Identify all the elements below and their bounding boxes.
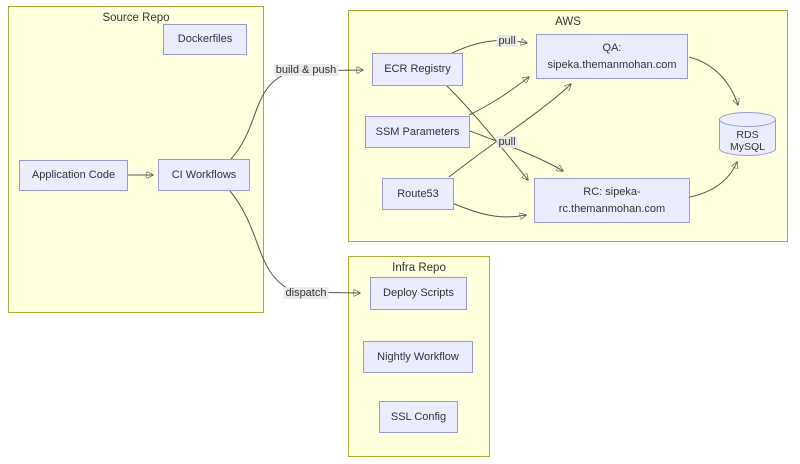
edge-ci-workflows-to-deploy-scripts bbox=[229, 190, 360, 293]
edge-ci-workflows-to-ecr-registry bbox=[230, 70, 363, 160]
edge-ecr-registry-to-rc bbox=[446, 85, 528, 180]
node-application-code-label: Application Code bbox=[31, 169, 116, 182]
edge-label-pull-rc: pull bbox=[496, 136, 518, 148]
edge-ssm-parameters-to-qa bbox=[468, 77, 529, 116]
edge-ecr-registry-to-qa bbox=[451, 40, 527, 54]
node-dockerfiles-label: Dockerfiles bbox=[177, 33, 233, 46]
node-ci-workflows: CI Workflows bbox=[158, 159, 250, 191]
edge-label-build-and-push: build & push bbox=[273, 64, 339, 76]
database-cylinder-icon bbox=[719, 112, 776, 156]
node-application-code: Application Code bbox=[19, 160, 128, 191]
container-source-repo-title: Source Repo bbox=[102, 12, 170, 24]
node-route53-label: Route53 bbox=[397, 187, 439, 200]
node-rc-line1: RC: sipeka- bbox=[583, 186, 641, 198]
node-nightly-workflow-label: Nightly Workflow bbox=[377, 350, 459, 363]
node-rc-line2: rc.themanmohan.com bbox=[558, 202, 666, 215]
node-nightly-workflow: Nightly Workflow bbox=[363, 341, 473, 373]
edge-route53-to-rc bbox=[449, 201, 526, 217]
container-aws-title: AWS bbox=[555, 16, 581, 28]
node-rds-mysql: RDS MySQL bbox=[719, 112, 776, 157]
node-rds-mysql-label: RDS MySQL bbox=[729, 129, 765, 153]
node-route53: Route53 bbox=[382, 178, 454, 210]
node-ci-workflows-label: CI Workflows bbox=[171, 168, 237, 181]
edge-label-dispatch: dispatch bbox=[283, 287, 329, 299]
node-qa-line1: QA: bbox=[602, 42, 622, 54]
node-rc-environment-label: RC: sipeka- rc.themanmohan.com bbox=[559, 184, 665, 217]
node-ssl-config: SSL Config bbox=[379, 401, 458, 433]
edge-ssm-parameters-to-rc bbox=[469, 130, 563, 171]
node-ssl-config-label: SSL Config bbox=[390, 410, 447, 423]
node-ssm-parameters-label: SSM Parameters bbox=[375, 125, 460, 138]
node-ecr-registry: ECR Registry bbox=[372, 53, 463, 86]
node-dockerfiles: Dockerfiles bbox=[163, 24, 247, 55]
node-rc-environment: RC: sipeka- rc.themanmohan.com bbox=[534, 178, 690, 223]
node-qa-line2: sipeka.themanmohan.com bbox=[547, 58, 677, 71]
node-qa-environment-label: QA: sipeka.themanmohan.com bbox=[547, 40, 676, 73]
edge-rc-to-rds-mysql bbox=[689, 162, 737, 198]
node-deploy-scripts-label: Deploy Scripts bbox=[383, 287, 454, 300]
edge-route53-to-qa bbox=[448, 84, 571, 178]
node-ecr-registry-label: ECR Registry bbox=[384, 63, 451, 76]
edge-qa-to-rds-mysql bbox=[688, 56, 738, 105]
node-deploy-scripts: Deploy Scripts bbox=[370, 277, 467, 310]
container-infra-repo-title: Infra Repo bbox=[392, 262, 446, 274]
node-ssm-parameters: SSM Parameters bbox=[365, 116, 470, 148]
node-qa-environment: QA: sipeka.themanmohan.com bbox=[536, 34, 688, 79]
edge-label-pull-qa: pull bbox=[496, 35, 518, 47]
